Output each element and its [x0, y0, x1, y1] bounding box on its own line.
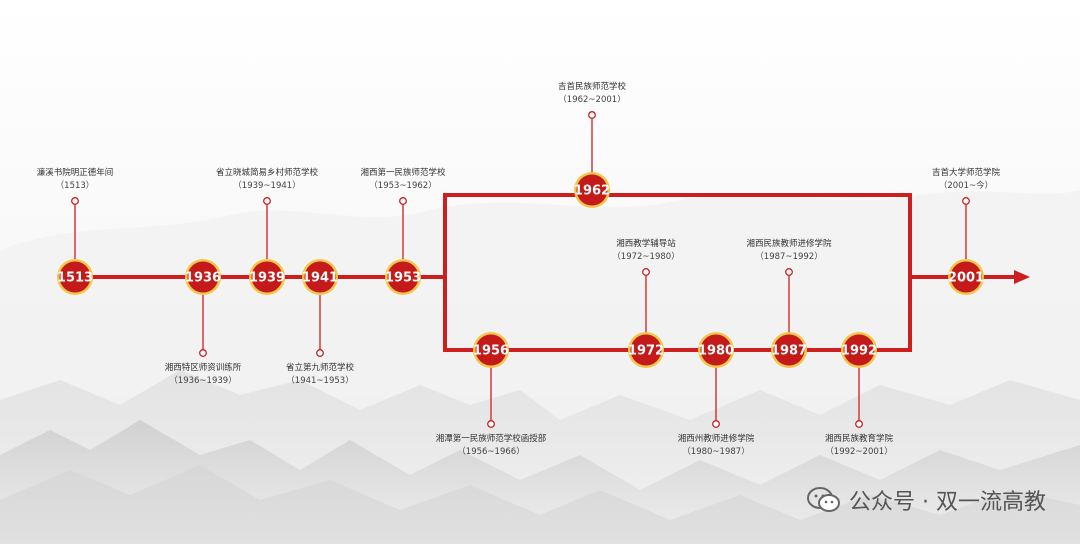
- node-1936-year: 1936: [185, 271, 221, 286]
- node-1953-circle: [387, 261, 419, 293]
- node-1939-circle: [251, 261, 283, 293]
- node-1962-circle: [576, 174, 608, 206]
- node-1939-pin-dot: [263, 197, 271, 205]
- node-1972-name: 湘西教学辅导站: [616, 239, 676, 249]
- upper-branch: [443, 193, 912, 277]
- node-1962-range: （1962~2001）: [558, 95, 626, 105]
- node-1956-year: 1956: [473, 344, 509, 359]
- node-1941-name: 省立第九师范学校: [285, 363, 355, 373]
- node-1939-name: 省立晓城简易乡村师范学校: [215, 168, 319, 178]
- node-1941-pin-dot: [316, 349, 324, 357]
- node-1992-label: 湘西民族教育学院 （1992~2001）: [825, 433, 893, 459]
- node-2001-pin-dot: [962, 197, 970, 205]
- node-1941-circle: [304, 261, 336, 293]
- lower-branch: [443, 277, 912, 352]
- node-1953-label: 湘西第一民族师范学校 （1953~1962）: [360, 167, 445, 193]
- watermark-text: 公众号 · 双一流高教: [849, 490, 1046, 515]
- node-1953-name: 湘西第一民族师范学校: [360, 168, 446, 178]
- node-1980-name: 湘西州教师进修学院: [677, 434, 755, 444]
- node-1936-label: 湘西特区师资训练所 （1936~1939）: [165, 362, 242, 388]
- node-2001-circle: [950, 261, 982, 293]
- wechat-icon: [807, 486, 841, 514]
- node-1992-circle: [843, 334, 875, 366]
- node-1992-year: 1992: [841, 344, 877, 359]
- node-1980-range: （1980~1987）: [682, 447, 750, 457]
- node-1980-label: 湘西州教师进修学院 （1980~1987）: [678, 433, 755, 459]
- node-1513-circle: [59, 261, 91, 293]
- node-1992-range: （1992~2001）: [825, 447, 893, 457]
- node-1987-circle: [773, 334, 805, 366]
- node-1962-pin-dot: [588, 111, 596, 119]
- node-1513-range: （1513）: [55, 181, 95, 191]
- node-1956-range: （1956~1966）: [457, 447, 525, 457]
- node-2001-year: 2001: [948, 271, 984, 286]
- node-1987-name: 湘西民族教师进修学院: [746, 239, 832, 249]
- node-1987-pin-dot: [785, 268, 793, 276]
- node-1956-label: 湘潭第一民族师范学校函授部 （1956~1966）: [436, 433, 547, 459]
- node-1987-label: 湘西民族教师进修学院 （1987~1992）: [746, 238, 831, 264]
- node-1972-label: 湘西教学辅导站 （1972~1980）: [612, 238, 679, 264]
- node-1972-range: （1972~1980）: [612, 252, 680, 262]
- node-1980-pin-dot: [712, 420, 720, 428]
- node-1962-label: 吉首民族师范学校 （1962~2001）: [558, 81, 626, 107]
- node-1980-circle: [700, 334, 732, 366]
- node-2001-label: 吉首大学师范学院 （2001~今）: [932, 167, 1000, 193]
- node-1939-label: 省立晓城简易乡村师范学校 （1939~1941）: [216, 167, 318, 193]
- arrow-head-icon: [1014, 270, 1030, 284]
- node-1936-pin-dot: [199, 349, 207, 357]
- node-1962-year: 1962: [574, 184, 610, 199]
- node-1513-label: 濂溪书院明正德年间 （1513）: [37, 167, 114, 193]
- node-1513-year: 1513: [57, 271, 93, 286]
- node-1513-name: 濂溪书院明正德年间: [36, 168, 114, 178]
- node-1972-year: 1972: [628, 344, 664, 359]
- node-1962-name: 吉首民族师范学校: [557, 82, 627, 92]
- node-1936-circle: [187, 261, 219, 293]
- node-1953-range: （1953~1962）: [369, 181, 437, 191]
- node-1939-range: （1939~1941）: [233, 181, 301, 191]
- node-1992-pin-dot: [855, 420, 863, 428]
- node-2001-range: （2001~今）: [938, 181, 994, 191]
- node-1953-pin-dot: [399, 197, 407, 205]
- node-1956-pin-dot: [487, 420, 495, 428]
- node-1941-year: 1941: [302, 271, 338, 286]
- node-1956-circle: [475, 334, 507, 366]
- node-1939-year: 1939: [249, 271, 285, 286]
- node-1987-year: 1987: [771, 344, 807, 359]
- node-1941-label: 省立第九师范学校 （1941~1953）: [286, 362, 354, 388]
- node-1956-name: 湘潭第一民族师范学校函授部: [435, 434, 547, 444]
- node-1953-year: 1953: [385, 271, 421, 286]
- node-1980-year: 1980: [698, 344, 734, 359]
- node-2001-name: 吉首大学师范学院: [931, 168, 1001, 178]
- node-1936-range: （1936~1939）: [169, 376, 237, 386]
- node-1972-circle: [630, 334, 662, 366]
- node-1987-range: （1987~1992）: [755, 252, 823, 262]
- node-1936-name: 湘西特区师资训练所: [164, 363, 242, 373]
- node-1992-name: 湘西民族教育学院: [824, 434, 894, 444]
- node-1941-range: （1941~1953）: [286, 376, 354, 386]
- watermark: 公众号 · 双一流高教: [807, 484, 1046, 516]
- node-1972-pin-dot: [642, 268, 650, 276]
- node-1513-pin-dot: [71, 197, 79, 205]
